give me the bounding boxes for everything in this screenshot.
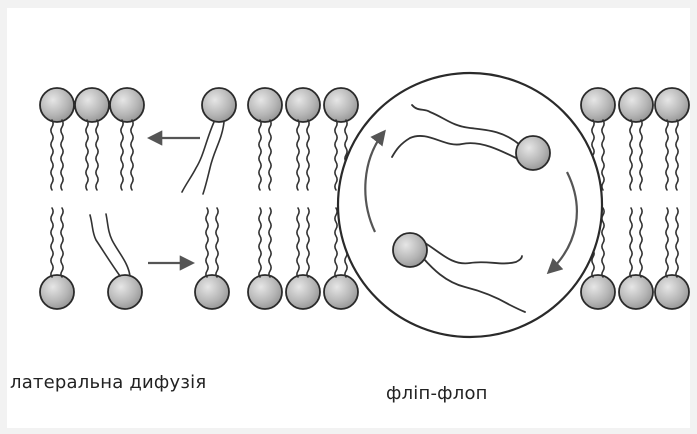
lipid-head	[323, 87, 359, 123]
lipid-tail	[675, 119, 679, 191]
lipid-tail	[665, 119, 669, 191]
rotation-arrow-right	[546, 171, 578, 275]
lateral-diffusion-caption: латеральна дифузія	[10, 372, 207, 393]
lipid-tail	[601, 119, 605, 191]
lipid-tail	[629, 207, 633, 278]
lipid-tail	[639, 207, 643, 278]
flip-flop-head-bottom	[392, 232, 428, 268]
lipid-tail	[50, 119, 54, 191]
lipid-head	[618, 274, 654, 310]
diffusing-lipids	[89, 121, 225, 277]
lipid-tail	[639, 119, 643, 191]
lipid-tail	[130, 119, 134, 191]
lipid-tail	[258, 207, 262, 278]
lipid-head	[618, 87, 654, 123]
lipid-tail	[85, 119, 89, 191]
lipid-tail	[268, 207, 272, 278]
lipid-tail	[215, 207, 219, 278]
lipid-tail	[120, 119, 124, 191]
flip-flop-head-top	[515, 135, 551, 171]
lipid-head	[654, 274, 690, 310]
lipid-tail	[268, 119, 272, 191]
flip-flop-lipids	[391, 104, 526, 313]
lipid-head	[323, 274, 359, 310]
lipid-head	[247, 274, 283, 310]
lipid-tail	[296, 207, 300, 278]
lipid-tail	[665, 207, 669, 278]
lipid-tail	[306, 119, 310, 191]
lipid-tail	[306, 207, 310, 278]
lipid-head	[580, 87, 616, 123]
lipid-heads	[39, 87, 690, 310]
lipid-head	[39, 87, 75, 123]
rotation-arrow-left	[364, 129, 386, 233]
lipid-head	[285, 274, 321, 310]
flip-flop-circle	[336, 71, 604, 339]
lipid-head	[109, 87, 145, 123]
lipid-tails	[50, 119, 679, 278]
lipid-tail	[95, 119, 99, 191]
lipid-head	[247, 87, 283, 123]
lipid-head	[39, 274, 75, 310]
lipid-tail	[334, 207, 338, 278]
lipid-tail	[675, 207, 679, 278]
lipid-head	[580, 274, 616, 310]
lipid-tail	[629, 119, 633, 191]
lipid-head	[194, 274, 230, 310]
lipid-head	[285, 87, 321, 123]
lipid-tail	[334, 119, 338, 191]
lipid-tail	[50, 207, 54, 278]
lipid-head	[107, 274, 143, 310]
lipid-tail	[258, 119, 262, 191]
lipid-tail	[60, 207, 64, 278]
lipid-tail	[60, 119, 64, 191]
lipid-head	[201, 87, 237, 123]
flip-flop-caption: фліп-флоп	[386, 383, 488, 404]
lipid-tail	[296, 119, 300, 191]
lipid-tail	[205, 207, 209, 278]
lipid-head	[654, 87, 690, 123]
lipid-head	[74, 87, 110, 123]
